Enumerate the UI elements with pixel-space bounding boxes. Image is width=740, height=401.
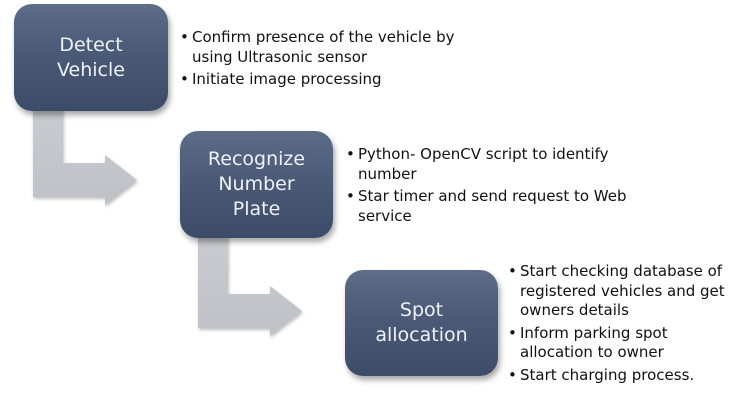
step-recognize-number-plate: Recognize Number Plate — [180, 131, 333, 238]
step-title-line: Detect — [59, 33, 123, 56]
bullet-item: Inform parking spot allocation to owner — [508, 324, 738, 363]
bullet-item: Start charging process. — [508, 366, 738, 386]
step-1-bullet-list: Confirm presence of the vehicle by using… — [180, 28, 460, 93]
step-spot-allocation: Spot allocation — [345, 270, 498, 376]
step-title-line: Number — [218, 173, 295, 196]
step-title: Recognize Number Plate — [208, 147, 305, 221]
step-title: Detect Vehicle — [57, 33, 125, 82]
connector-arrow-2 — [198, 235, 302, 336]
step-2-bullet-list: Python- OpenCV script to identify number… — [346, 145, 636, 229]
bullet-item: Initiate image processing — [180, 70, 460, 90]
bullet-item: Star timer and send request to Web servi… — [346, 187, 636, 226]
step-title-line: Spot — [399, 299, 444, 322]
bullet-item: Start checking database of registered ve… — [508, 262, 738, 321]
step-title: Spot allocation — [375, 298, 467, 347]
bullet-item: Confirm presence of the vehicle by using… — [180, 28, 460, 67]
step-3-bullet-list: Start checking database of registered ve… — [508, 262, 738, 388]
step-title-line: Plate — [232, 197, 281, 220]
step-title-line: Vehicle — [57, 58, 125, 81]
connector-arrow-1 — [33, 108, 137, 205]
bullet-item: Python- OpenCV script to identify number — [346, 145, 636, 184]
step-title-line: allocation — [375, 324, 468, 346]
step-detect-vehicle: Detect Vehicle — [14, 4, 168, 111]
step-title-line: Recognize — [207, 148, 306, 171]
